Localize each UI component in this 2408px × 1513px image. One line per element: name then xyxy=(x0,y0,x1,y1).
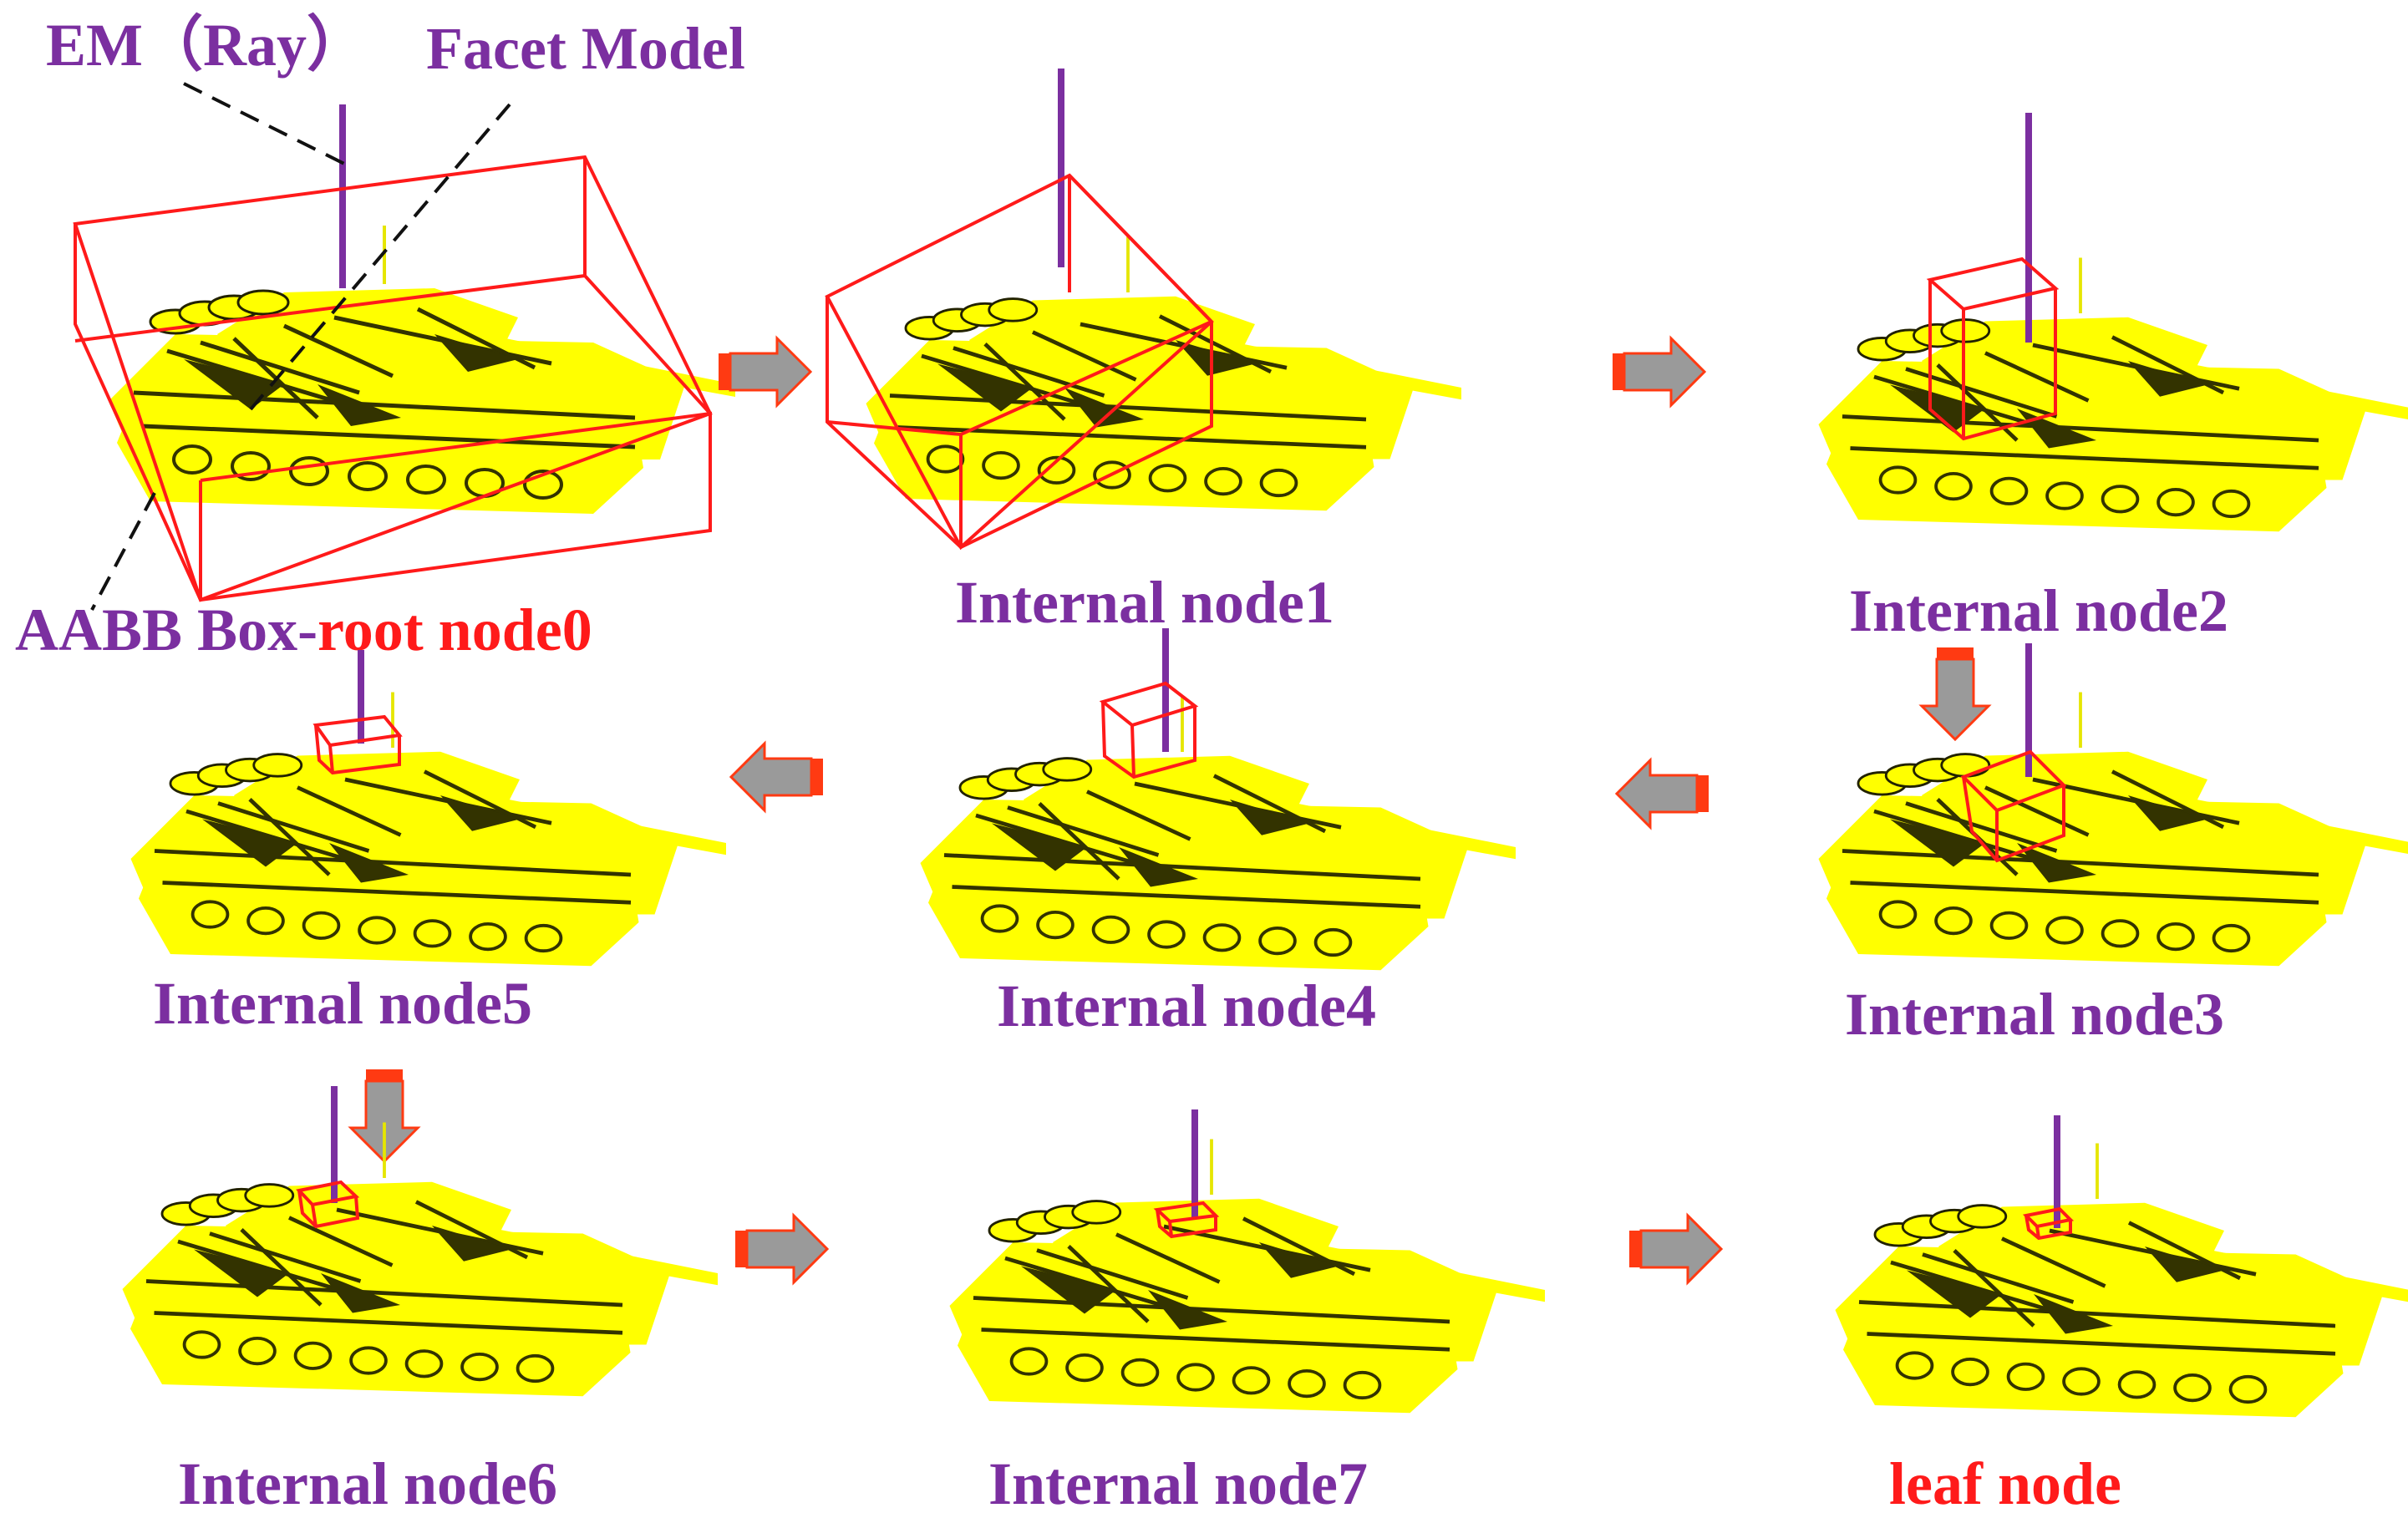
bounding-box-leaf xyxy=(2022,1206,2075,1241)
panel-node3 xyxy=(1819,643,2408,966)
bounding-box-6 xyxy=(296,1180,360,1229)
panel-node5 xyxy=(130,650,726,966)
bounding-box-5 xyxy=(312,714,403,775)
panel-node6 xyxy=(122,1086,718,1396)
tank-model-5 xyxy=(130,693,726,967)
panel-root-node0 xyxy=(73,82,735,611)
tank-model-2 xyxy=(1819,258,2408,532)
bounding-box-1 xyxy=(825,173,1214,551)
label-node7: Internal node7 xyxy=(988,1450,1368,1513)
callout-lines xyxy=(90,82,511,611)
label-node1: Internal node1 xyxy=(955,569,1334,636)
panel-node1 xyxy=(825,69,1462,551)
bounding-box-7 xyxy=(1153,1201,1220,1239)
arrow-down-icon xyxy=(1920,646,1990,741)
bounding-box-3 xyxy=(1960,749,2067,863)
label-node4: Internal node4 xyxy=(997,972,1376,1039)
arrow-left-icon xyxy=(1615,759,1710,829)
aabb-root-label: AABB Box-root node0 xyxy=(15,597,592,663)
panel-node4 xyxy=(921,628,1516,970)
label-leaf: leaf node xyxy=(1889,1450,2121,1513)
tank-model-leaf xyxy=(1836,1144,2408,1418)
tank-model-7 xyxy=(950,1140,1546,1414)
bounding-box-2 xyxy=(1926,256,2060,441)
tank-model-6 xyxy=(122,1123,718,1397)
label-node6: Internal node6 xyxy=(178,1450,557,1513)
bounding-box-4 xyxy=(1099,681,1199,779)
label-node3: Internal node3 xyxy=(1845,981,2224,1048)
aabb-root-label-prefix: AABB Box- xyxy=(15,597,318,663)
arrow-right-icon xyxy=(1628,1214,1723,1284)
label-node2: Internal node2 xyxy=(1849,577,2228,644)
tank-model-3 xyxy=(1819,693,2408,967)
arrow-right-icon xyxy=(734,1214,829,1284)
panel-node7 xyxy=(950,1109,1546,1413)
label-node5: Internal node5 xyxy=(153,970,532,1037)
arrow-right-icon xyxy=(1611,337,1706,407)
panel-node2 xyxy=(1819,113,2408,531)
tank-model-4 xyxy=(921,697,1516,971)
arrow-left-icon xyxy=(729,742,825,812)
facet-model-label: Facet Model xyxy=(426,15,745,82)
ray-label: EM（Ray） xyxy=(46,12,367,79)
tank-model-1 xyxy=(866,237,1462,511)
aabb-box-0 xyxy=(73,155,713,602)
panel-leaf xyxy=(1836,1115,2408,1417)
